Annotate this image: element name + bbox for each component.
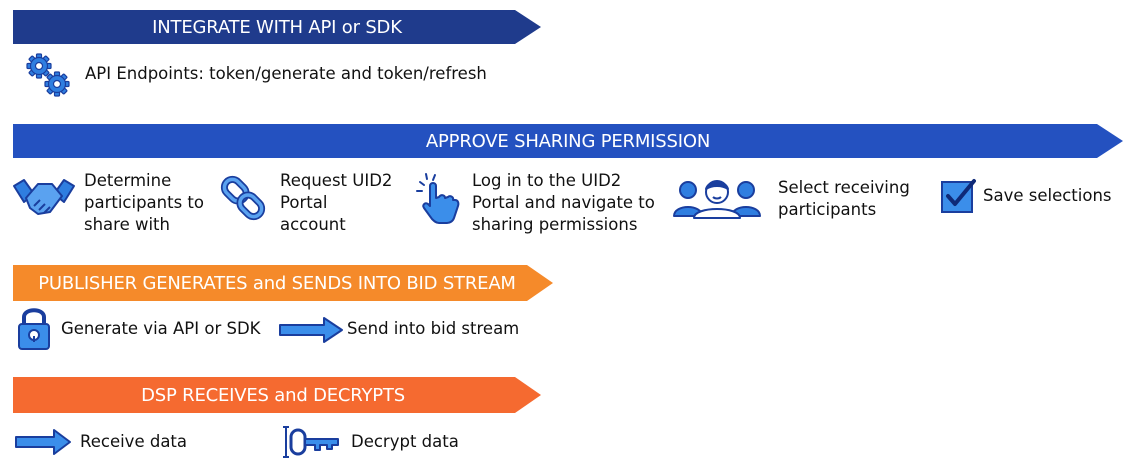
label-line: account xyxy=(280,215,346,234)
label-line: Log in to the UID2 xyxy=(472,171,622,190)
item-save-selections: Save selections xyxy=(983,186,1112,205)
chain-link-icon xyxy=(220,175,266,221)
item-select-receiving-participants: Select receiving participants xyxy=(778,177,910,221)
item-decrypt-data: Decrypt data xyxy=(351,432,459,451)
banner-title: PUBLISHER GENERATES and SENDS INTO BID S… xyxy=(38,272,516,294)
banner-approve-sharing-permission: APPROVE SHARING PERMISSION xyxy=(13,124,1123,158)
banner-dsp-receives-decrypts: DSP RECEIVES and DECRYPTS xyxy=(13,377,541,413)
gears-icon xyxy=(26,53,70,97)
banner-title: INTEGRATE WITH API or SDK xyxy=(152,16,402,38)
arrow-right-icon xyxy=(279,317,343,343)
label-line: Portal xyxy=(280,193,328,212)
label-line: Portal and navigate to xyxy=(472,193,655,212)
label-line: share with xyxy=(84,215,170,234)
banner-integrate-api-sdk: INTEGRATE WITH API or SDK xyxy=(13,10,541,44)
item-log-in-portal: Log in to the UID2 Portal and navigate t… xyxy=(472,170,655,236)
item-api-endpoints: API Endpoints: token/generate and token/… xyxy=(85,64,487,83)
label-line: Select receiving xyxy=(778,178,910,197)
item-request-portal-account: Request UID2 Portal account xyxy=(280,170,392,236)
key-icon xyxy=(283,426,339,458)
banner-title: APPROVE SHARING PERMISSION xyxy=(425,130,711,152)
banner-publisher-generates-sends: PUBLISHER GENERATES and SENDS INTO BID S… xyxy=(13,265,553,301)
label-line: participants to xyxy=(84,193,204,212)
banner-title: DSP RECEIVES and DECRYPTS xyxy=(141,384,405,406)
label-line: Determine xyxy=(84,171,172,190)
item-receive-data: Receive data xyxy=(80,432,188,451)
handshake-icon xyxy=(13,179,75,215)
label-line: participants xyxy=(778,200,877,219)
checkbox-icon xyxy=(941,179,976,213)
item-send-into-bid-stream: Send into bid stream xyxy=(347,319,520,338)
people-icon xyxy=(673,180,761,219)
label-line: Request UID2 xyxy=(280,171,393,190)
label-line: sharing permissions xyxy=(472,215,638,234)
item-determine-participants: Determine participants to share with xyxy=(84,170,204,236)
pointer-click-icon xyxy=(416,173,460,224)
arrow-right-icon xyxy=(15,429,71,455)
item-generate-via-api: Generate via API or SDK xyxy=(61,319,261,338)
padlock-icon xyxy=(18,308,50,350)
